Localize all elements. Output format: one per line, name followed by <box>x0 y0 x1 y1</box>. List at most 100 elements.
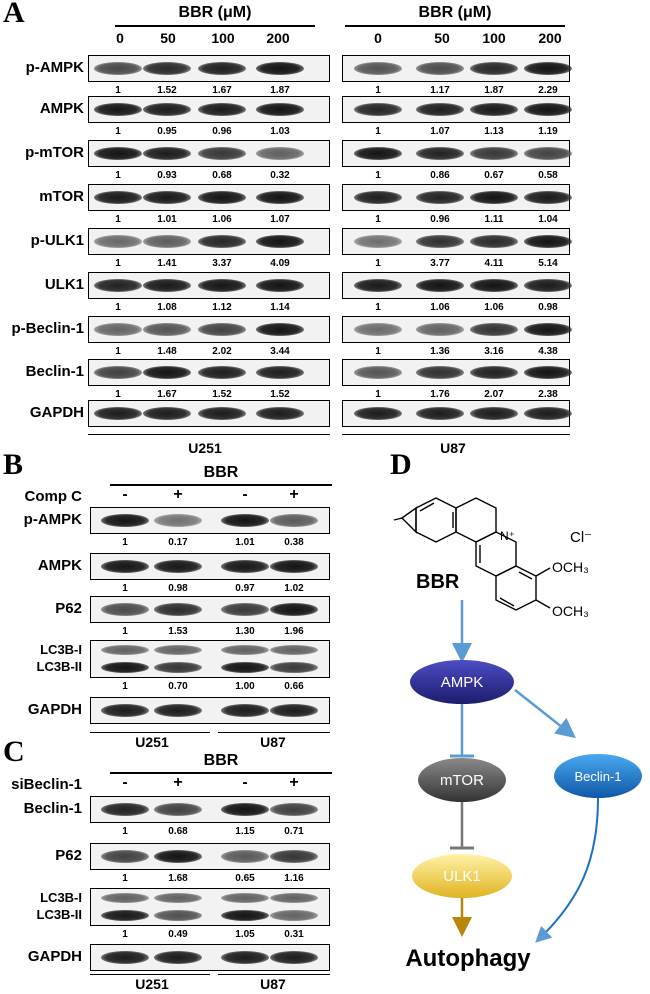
ampk-to-beclin-arrow <box>514 689 576 739</box>
c-band-upper <box>154 893 202 903</box>
c-band <box>101 951 149 964</box>
a-u87-quant: 1.17 <box>430 85 450 96</box>
a-u87-band <box>524 62 572 75</box>
a-u87-band <box>354 407 402 420</box>
a-u251-quant: 1 <box>115 346 121 357</box>
a-u251-underline <box>88 434 330 435</box>
autophagy-label: Autophagy <box>405 945 531 972</box>
a-u87-band <box>470 191 518 204</box>
a-u87-band <box>470 62 518 75</box>
a-u251-band <box>143 366 191 379</box>
a-u87-band <box>416 235 464 248</box>
a-u87-quant: 1 <box>375 346 381 357</box>
a-u251-band <box>198 235 246 248</box>
a-u87-band <box>416 62 464 75</box>
a-u87-quant: 1 <box>375 214 381 225</box>
c-band-lower <box>154 910 202 921</box>
c-row-label: GAPDH <box>27 948 82 965</box>
a-u87-band <box>416 191 464 204</box>
a-u87-band <box>354 279 402 292</box>
b-band <box>221 603 269 616</box>
a-u87-quant: 4.11 <box>484 258 504 269</box>
a-u251-quant: 0.96 <box>212 126 232 137</box>
c-band-lower <box>221 910 269 921</box>
a-u87-band <box>416 147 464 160</box>
bbr-drug-label: BBR <box>416 571 460 593</box>
a-u87-band <box>354 191 402 204</box>
a-u87-quant: 1 <box>375 85 381 96</box>
a-u87-quant: 0.58 <box>538 170 558 181</box>
a-u251-quant: 3.44 <box>270 346 290 357</box>
c-band-lower <box>101 910 149 921</box>
a-row-label: ULK1 <box>44 276 84 293</box>
a-u87-quant: 2.29 <box>538 85 558 96</box>
a-u87-quant: 0.98 <box>538 302 558 313</box>
a-u251-band <box>94 147 142 160</box>
b-band <box>154 704 202 717</box>
a-dose-label: 0 <box>374 30 382 46</box>
c-u87-label: U87 <box>260 976 286 992</box>
b-sign: - <box>122 486 128 503</box>
b-quant: 1.01 <box>235 537 255 548</box>
b-band <box>270 560 318 573</box>
c-band <box>270 850 318 863</box>
b-row-label: P62 <box>55 600 82 617</box>
a-u251-band <box>143 147 191 160</box>
b-band <box>101 560 149 573</box>
c-quant: 1 <box>122 826 128 837</box>
c-quant: 1.16 <box>284 873 304 884</box>
b-u251-underline <box>90 732 210 733</box>
a-u251-quant: 0.95 <box>157 126 177 137</box>
a-u87-band <box>470 235 518 248</box>
b-quant: 0.38 <box>284 537 304 548</box>
a-row-label: p-AMPK <box>25 59 84 76</box>
b-quant: 0.97 <box>235 583 255 594</box>
a-u251-band <box>198 323 246 336</box>
c-quant: 1 <box>122 929 128 940</box>
a-u87-band <box>470 366 518 379</box>
b-band <box>270 603 318 616</box>
c-band-lower <box>270 910 318 921</box>
b-quant: 1.00 <box>235 681 255 692</box>
b-quant: 0.66 <box>284 681 304 692</box>
a-u87-header-line <box>345 25 565 27</box>
a-u87-band <box>354 323 402 336</box>
a-u87-quant: 3.77 <box>430 258 450 269</box>
a-u87-quant: 1 <box>375 170 381 181</box>
a-u251-band <box>94 62 142 75</box>
a-u251-band <box>256 62 304 75</box>
pathway-diagram: N⁺ Cl⁻ OCH₃ OCH₃ BBR AMPK mTOR Beclin-1 … <box>393 497 642 972</box>
a-u251-quant: 2.02 <box>212 346 232 357</box>
a-row-label: AMPK <box>39 100 84 117</box>
c-band <box>101 850 149 863</box>
c-row-label: LC3B-I <box>40 890 82 905</box>
a-u87-band <box>524 366 572 379</box>
a-u87-quant: 1 <box>375 258 381 269</box>
ulk1-node-label: ULK1 <box>443 868 481 885</box>
a-u251-quant: 1.08 <box>157 302 177 313</box>
b-u251-label: U251 <box>135 734 169 750</box>
b-quant: 1 <box>122 626 128 637</box>
c-band <box>221 803 269 816</box>
a-u87-quant: 1.06 <box>430 302 450 313</box>
a-row-label: p-ULK1 <box>30 232 84 249</box>
a-row-label: mTOR <box>39 188 84 205</box>
a-u251-band <box>198 147 246 160</box>
a-u251-band <box>94 279 142 292</box>
beclin-node <box>554 754 642 798</box>
c-band <box>270 803 318 816</box>
mtor-node <box>418 758 506 802</box>
c-treatment-label: siBeclin-1 <box>11 776 82 793</box>
a-u87-band <box>354 235 402 248</box>
b-band-upper <box>270 645 318 655</box>
a-u87-quant: 5.14 <box>538 258 558 269</box>
a-u87-quant: 1 <box>375 389 381 400</box>
c-sign: + <box>173 774 183 791</box>
a-u251-quant: 0.93 <box>157 170 177 181</box>
c-sign: + <box>289 774 299 791</box>
a-u87-band <box>354 366 402 379</box>
a-u251-band <box>143 103 191 116</box>
b-band-upper <box>101 645 149 655</box>
a-u87-band <box>470 323 518 336</box>
a-u251-quant: 1.03 <box>270 126 290 137</box>
